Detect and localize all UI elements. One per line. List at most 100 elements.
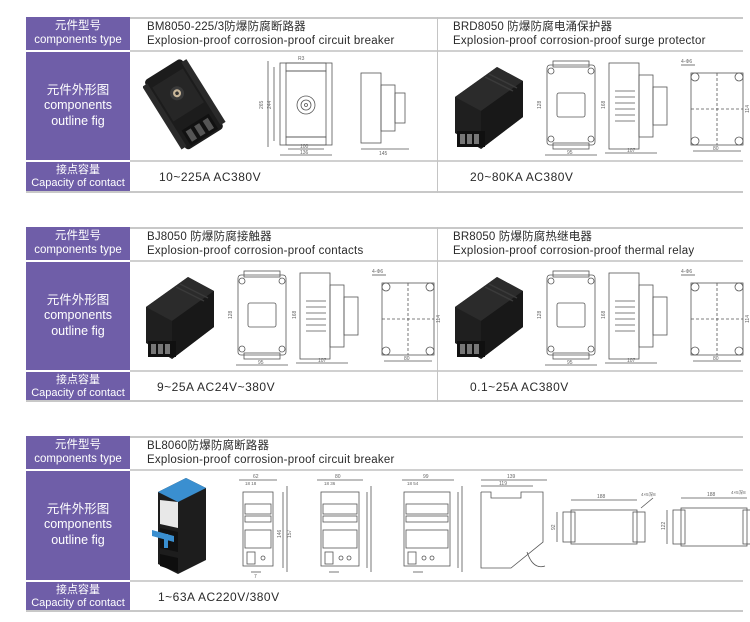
row-divider <box>130 260 743 262</box>
label-outline-fig: 元件外形图 components outline fig <box>43 82 113 128</box>
label-column <box>26 227 130 402</box>
surge-protector-photo <box>455 67 523 149</box>
product-model-cn: BRD8050 防爆防腐电涌保护器 <box>453 21 613 33</box>
dim-label: 114 <box>745 105 750 113</box>
product-title: BR8050 防爆防腐热继电器 Explosion-proof corrosio… <box>453 230 694 258</box>
module-body <box>455 277 523 359</box>
section-top-border <box>130 436 743 438</box>
product-title: BJ8050 防爆防腐接触器 Explosion-proof corrosion… <box>147 230 363 258</box>
section-top-border <box>130 17 743 19</box>
section-bottom-border <box>26 610 743 612</box>
contactor-photo <box>146 277 214 359</box>
product-model-cn: BR8050 防爆防腐热继电器 <box>453 231 593 243</box>
dim-label: 139 <box>507 474 516 480</box>
product-title: BRD8050 防爆防腐电涌保护器 Explosion-proof corros… <box>453 20 706 48</box>
dim-label: 4-Φ6 <box>372 269 383 275</box>
thermal-relay-photo <box>455 277 523 359</box>
product-section-3: 元件型号 components type 元件外形图 components ou… <box>26 436 750 612</box>
label-separator <box>26 370 130 372</box>
dim-label: 119 <box>499 481 507 487</box>
label-separator <box>26 260 130 262</box>
dim-label: 18 36 <box>324 481 336 486</box>
product-name-en: Explosion-proof corrosion-proof contacts <box>147 245 364 257</box>
label-separator <box>26 580 130 582</box>
product-section-1: 元件型号 components type 元件外形图 components ou… <box>26 17 750 193</box>
mini-circuit-breaker-photo <box>152 478 206 574</box>
capacity-value: 20~80KA AC380V <box>470 170 574 184</box>
dim-label: 107 <box>318 358 327 364</box>
product-model-cn: BL8060防爆防腐断路器 <box>147 440 270 452</box>
module-body <box>455 67 523 149</box>
dim-label: 122 <box>661 521 667 530</box>
product-name-en: Explosion-proof corrosion-proof circuit … <box>147 454 395 466</box>
dim-label: 4-Φ6 <box>681 269 692 275</box>
dim-label: 80 <box>713 356 719 362</box>
product-section-2: 元件型号 components type 元件外形图 components ou… <box>26 227 750 402</box>
label-column <box>26 436 130 612</box>
dim-label: R3 <box>298 56 305 62</box>
dim-label: 100 <box>300 144 309 150</box>
dim-label: 4×5深8 <box>731 489 746 496</box>
dim-label: 99 <box>423 474 429 480</box>
product-title: BM8050-225/3防爆防腐断路器 Explosion-proof corr… <box>147 20 395 48</box>
label-separator <box>26 469 130 471</box>
label-separator <box>26 50 130 52</box>
circuit-breaker-body <box>143 59 226 150</box>
dim-label: 136 <box>300 150 309 156</box>
product-name-en: Explosion-proof corrosion-proof circuit … <box>147 35 395 47</box>
thermal-relay-drawings: 128 95 168 107 4-Φ6 114 80 <box>537 269 750 366</box>
dim-label: 7 <box>254 574 257 580</box>
dim-label: 80 <box>713 146 719 152</box>
dim-label: 80 <box>335 474 341 480</box>
dim-label: 128 <box>537 310 543 319</box>
dim-label: 244 <box>267 100 273 109</box>
dim-label: 188 <box>707 492 716 498</box>
dim-label: 18 54 <box>407 481 419 486</box>
row-divider <box>130 50 743 52</box>
breaker-body <box>152 478 206 574</box>
product-model-cn: BM8050-225/3防爆防腐断路器 <box>147 21 306 33</box>
dim-label: 128 <box>228 310 234 319</box>
mini-circuit-breaker-drawings: 62 18 18 80 18 36 99 18 54 146 157 7 139… <box>239 474 750 580</box>
dim-label: 114 <box>745 315 750 323</box>
dim-label: 80 <box>404 356 410 362</box>
label-capacity: 接点容量 Capacity of contact <box>31 163 125 189</box>
dim-label: 95 <box>258 360 264 366</box>
dim-label: 168 <box>601 310 607 319</box>
section-bottom-border <box>26 191 743 193</box>
dim-label: 95 <box>567 150 573 156</box>
label-outline-fig: 元件外形图 components outline fig <box>43 501 113 547</box>
capacity-value: 9~25A AC24V~380V <box>157 380 276 394</box>
row-divider <box>130 580 743 582</box>
dim-label: 92 <box>551 524 557 530</box>
product-name-en: Explosion-proof corrosion-proof surge pr… <box>453 35 706 47</box>
dim-label: 188 <box>597 494 606 500</box>
section-top-border <box>130 227 743 229</box>
section-bottom-border <box>26 400 743 402</box>
dim-label: 168 <box>601 100 607 109</box>
label-outline-fig: 元件外形图 components outline fig <box>43 292 113 338</box>
dim-label: 95 <box>567 360 573 366</box>
dim-label: 168 <box>292 310 298 319</box>
dim-label: 107 <box>627 148 636 154</box>
row-divider <box>130 370 743 372</box>
product-model-cn: BJ8050 防爆防腐接触器 <box>147 231 272 243</box>
label-components-type: 元件型号 components type <box>34 230 122 256</box>
contactor-drawings: 128 95 168 107 4-Φ6 114 80 <box>228 269 442 366</box>
dim-label: 4-Φ6 <box>681 59 692 65</box>
capacity-value: 10~225A AC380V <box>159 170 262 184</box>
dim-label: 18 18 <box>245 481 257 486</box>
surge-protector-drawings: 128 95 168 107 4-Φ6 114 80 <box>537 59 750 156</box>
product-name-en: Explosion-proof corrosion-proof thermal … <box>453 245 695 257</box>
circuit-breaker-photo <box>143 59 226 150</box>
label-components-type: 元件型号 components type <box>34 439 122 465</box>
module-body <box>146 277 214 359</box>
dim-label: 146 <box>277 529 283 538</box>
circuit-breaker-front-drawing: R3 265 244 100 136 <box>259 56 333 156</box>
capacity-value: 1~63A AC220V/380V <box>158 590 280 604</box>
product-title: BL8060防爆防腐断路器 Explosion-proof corrosion-… <box>147 439 395 467</box>
dim-label: 107 <box>627 358 636 364</box>
label-column <box>26 17 130 193</box>
label-capacity: 接点容量 Capacity of contact <box>31 373 125 399</box>
dim-label: 62 <box>253 474 259 480</box>
